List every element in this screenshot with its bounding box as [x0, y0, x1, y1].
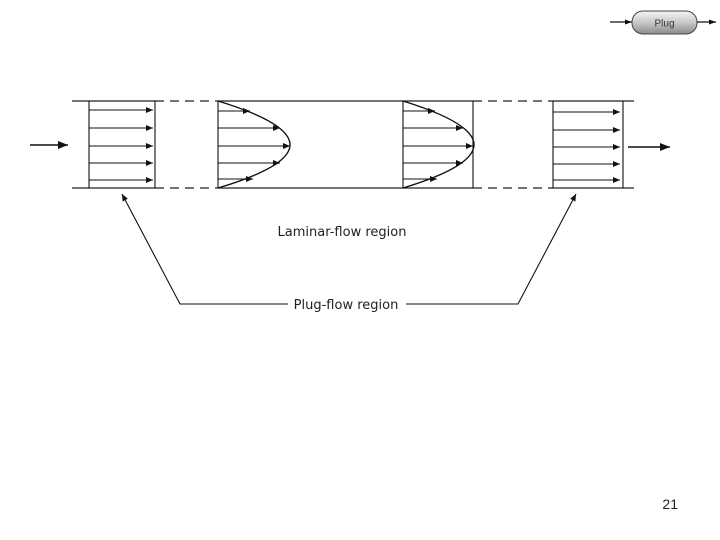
pipe-walls [72, 100, 634, 189]
plug-profile-outlet [552, 101, 624, 188]
plug-flow-leaders [121, 193, 577, 305]
plug-reactor-icon: Plug [610, 10, 716, 35]
laminar-profile-1 [217, 100, 291, 189]
plug-flow-label: Plug-flow region [294, 298, 399, 313]
plug-profile-inlet [88, 101, 156, 188]
page-number: 21 [662, 496, 678, 512]
laminar-profile-2 [402, 100, 475, 189]
laminar-flow-label: Laminar-flow region [278, 225, 407, 240]
plug-icon-label: Plug [654, 19, 674, 30]
